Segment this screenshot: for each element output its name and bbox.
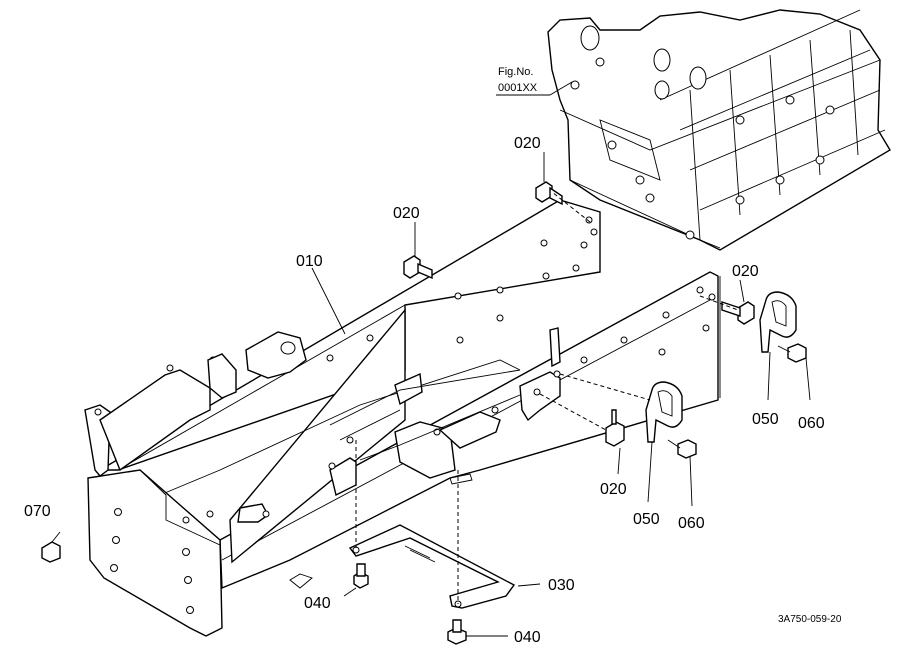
drawing-code: 3A750-059-20: [778, 614, 842, 625]
callout-040-left: 040: [304, 595, 331, 612]
assembly-dashed-lines: [355, 191, 739, 604]
plug-070: [41, 541, 61, 563]
callout-050-right: 050: [752, 411, 779, 428]
callout-020-right: 020: [732, 263, 759, 280]
bolt-020-right: [721, 301, 755, 325]
callout-030: 030: [548, 577, 575, 594]
bracket-plate-030: [348, 524, 516, 609]
bolt-040-bottom: [447, 619, 467, 645]
callout-050-center: 050: [633, 511, 660, 528]
callout-020-lower: 020: [600, 481, 627, 498]
fig-no-value: 0001XX: [498, 82, 538, 94]
callout-labels: 010 020 020 020 020 030 040 040 050 050 …: [24, 135, 842, 646]
callout-040-bottom: 040: [514, 629, 541, 646]
screw-060-center: [667, 439, 697, 459]
fig-no-label: Fig.No.: [498, 66, 533, 78]
callout-060-right: 060: [798, 415, 825, 432]
bolt-020-lower: [605, 409, 625, 447]
leader-lines: [51, 152, 811, 637]
clamp-050-right: [759, 291, 797, 353]
bolt-040-left: [353, 563, 369, 589]
callout-020-upper: 020: [393, 205, 420, 222]
clamp-050-center: [645, 381, 683, 443]
callout-070: 070: [24, 503, 51, 520]
screw-060-right: [777, 343, 807, 363]
bolt-020-upper: [403, 255, 433, 280]
figure-reference: Fig.No. 0001XX: [496, 66, 573, 96]
callout-010: 010: [296, 253, 323, 270]
engine-block: [547, 9, 891, 251]
callout-060-center: 060: [678, 515, 705, 532]
bolt-020-engine: [535, 181, 563, 206]
callout-020-engine: 020: [514, 135, 541, 152]
frame-assembly: [84, 199, 721, 637]
